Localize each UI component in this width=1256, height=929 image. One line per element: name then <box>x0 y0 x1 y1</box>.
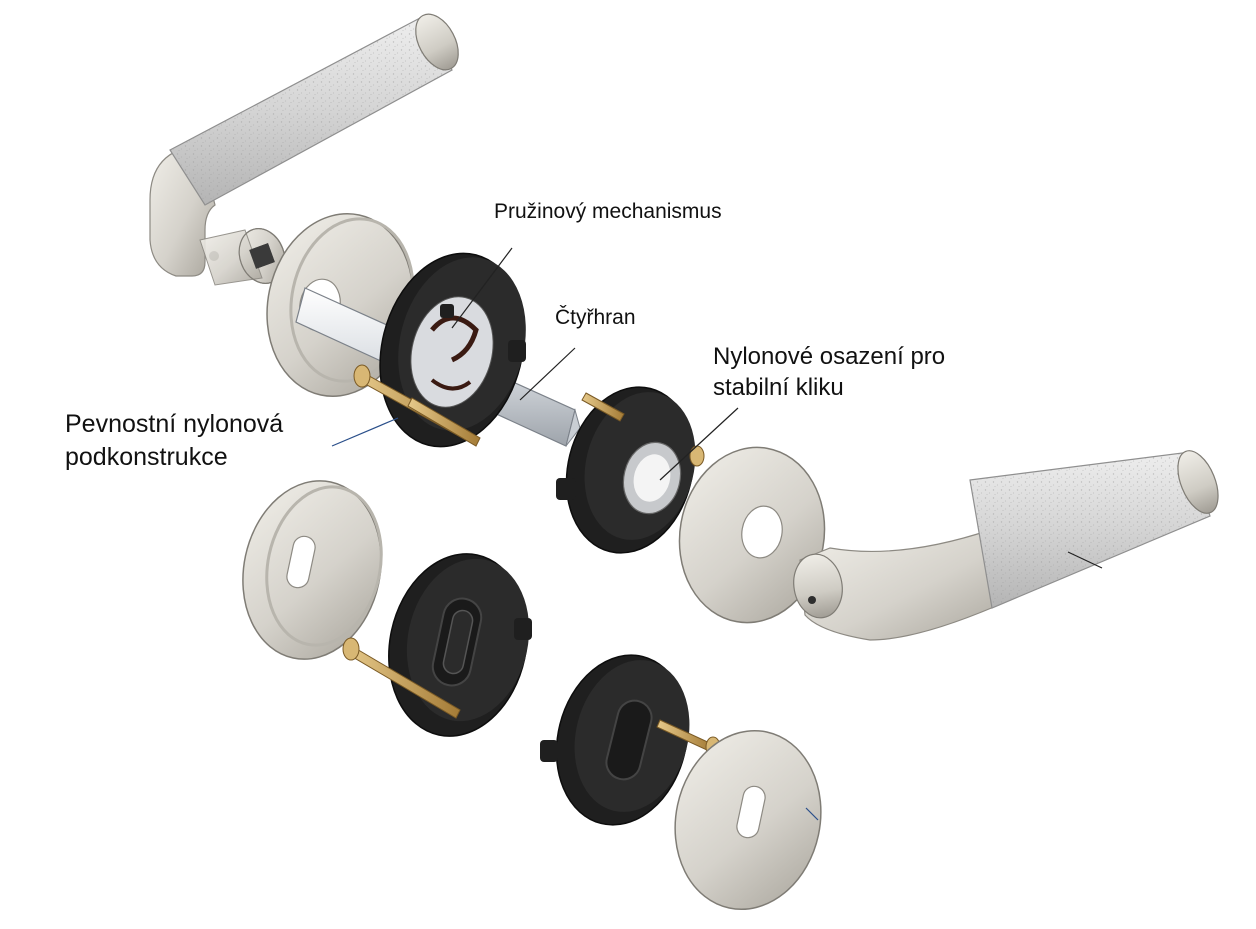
lever-handle-left <box>149 13 459 286</box>
screw-upper-left-2 <box>407 397 481 447</box>
leader-tick-right <box>1067 551 1103 569</box>
nylon-fitting-right <box>556 386 696 554</box>
label-nylon-substructure-line1: Pevnostní nylonová <box>65 410 284 438</box>
key-rose-cover-left <box>242 480 383 660</box>
leader-nylon-substructure <box>331 417 399 447</box>
label-nylon-fitting-line2: stabilní kliku <box>713 374 844 401</box>
screw-lower-left <box>342 637 461 719</box>
leader-lines <box>331 247 1103 821</box>
screw-right-top <box>581 392 705 467</box>
nylon-base-spring-left <box>379 252 526 448</box>
nylon-key-base-left <box>388 553 532 737</box>
label-square-spindle: Čtyřhran <box>555 306 636 329</box>
label-nylon-fitting-line1: Nylonové osazení pro <box>713 343 946 370</box>
leader-tick-lower <box>805 807 819 821</box>
label-nylon-substructure-line2: podkonstrukce <box>65 443 228 471</box>
leader-spring-mechanism <box>451 247 513 329</box>
leader-square-spindle <box>519 347 576 401</box>
nylon-key-base-right <box>540 654 690 826</box>
rose-cover-right <box>678 446 826 624</box>
leader-nylon-fitting <box>659 407 739 481</box>
label-spring-mechanism: Pružinový mechanismus <box>494 200 722 223</box>
lever-handle-right <box>793 450 1219 641</box>
key-rose-cover-right <box>674 729 822 911</box>
